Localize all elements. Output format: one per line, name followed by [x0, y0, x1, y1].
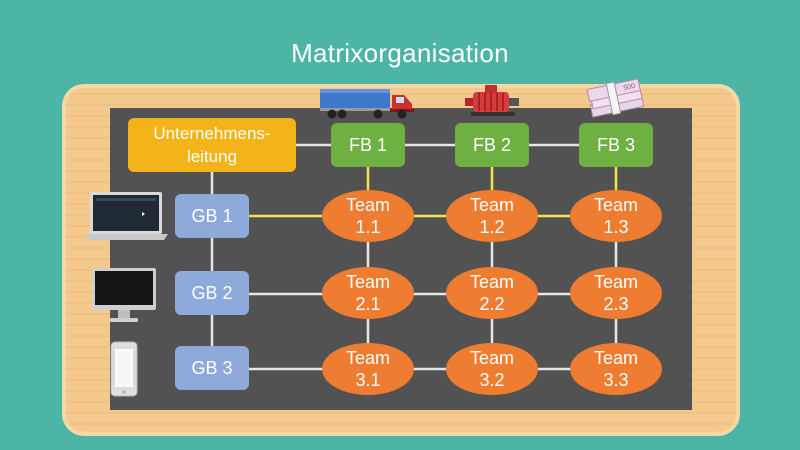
money-stack-icon: 500: [586, 78, 645, 118]
monitor-icon: [92, 268, 156, 322]
truck-icon: [320, 89, 414, 119]
smartphone-icon: [110, 341, 138, 397]
fb-box-3: FB 3: [579, 123, 653, 167]
ceo-line-1: Unternehmens-: [153, 124, 271, 143]
team-number: 3.1: [355, 370, 381, 390]
team-label: Team: [469, 272, 514, 292]
laptop-icon: [84, 192, 168, 240]
team-number: 3.3: [603, 370, 629, 390]
team-label: Team: [469, 195, 514, 215]
team-label: Team: [469, 348, 514, 368]
diagram-title: Matrixorganisation: [291, 38, 509, 68]
fb-box-2: FB 2: [455, 123, 529, 167]
team-label: Team: [345, 272, 390, 292]
team-number: 1.1: [355, 217, 381, 237]
gb-box-2: GB 2: [175, 271, 249, 315]
team-label: Team: [593, 272, 638, 292]
gb-box-3: GB 3: [175, 346, 249, 390]
team-number: 2.1: [355, 294, 381, 314]
ceo-line-2: leitung: [186, 147, 238, 166]
engine-icon: [465, 85, 519, 116]
team-label: Team: [593, 348, 638, 368]
gb-box-1: GB 1: [175, 194, 249, 238]
unternehmensleitung-box: Unternehmens- leitung: [128, 118, 296, 172]
team-label: Team: [345, 195, 390, 215]
team-number: 2.3: [603, 294, 629, 314]
team-number: 1.3: [603, 217, 629, 237]
team-label: Team: [593, 195, 638, 215]
money-label: 500: [623, 83, 636, 92]
fb-box-1: FB 1: [331, 123, 405, 167]
team-label: Team: [345, 348, 390, 368]
team-number: 1.2: [479, 217, 505, 237]
team-number: 3.2: [479, 370, 505, 390]
team-number: 2.2: [479, 294, 505, 314]
